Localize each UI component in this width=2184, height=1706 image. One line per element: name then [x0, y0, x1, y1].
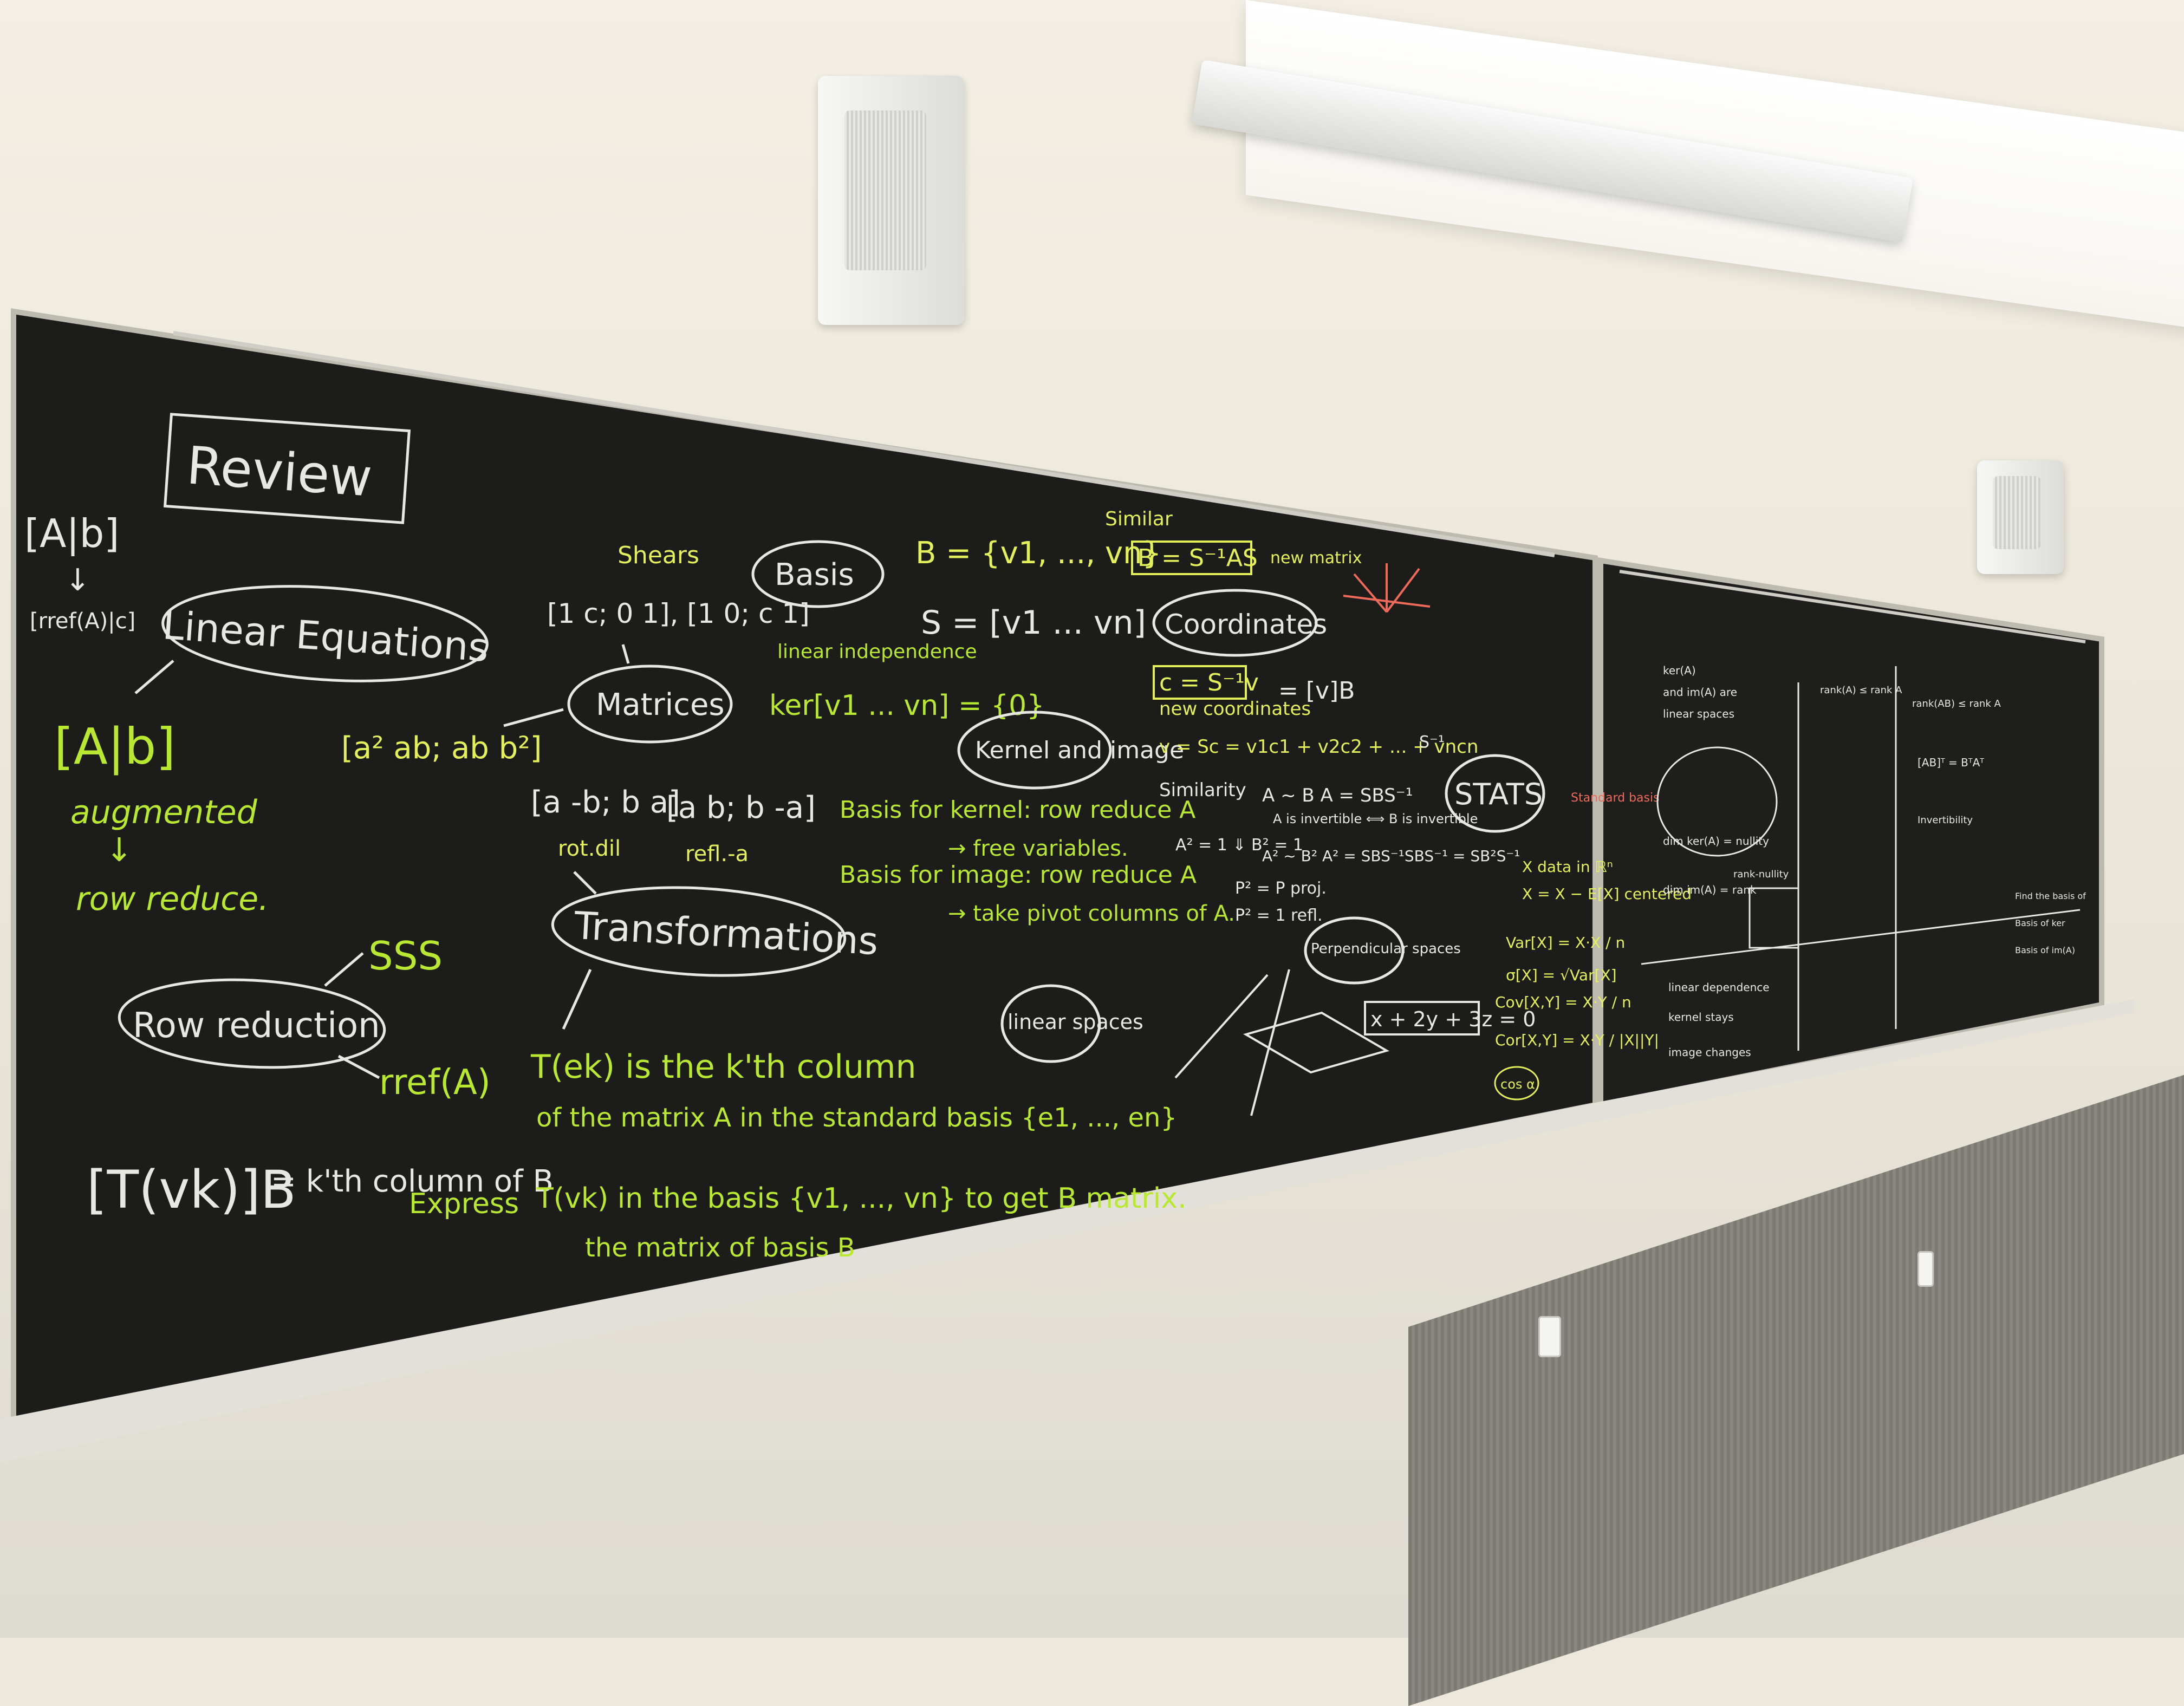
similar-note: Similar [1105, 508, 1173, 530]
express-note: Express [409, 1188, 519, 1220]
rank-le-note: rank(A) ≤ rank A [1820, 685, 1902, 696]
wall-outlet-2 [1917, 1251, 1934, 1287]
a-sim-b: A ~ B A = SBS⁻¹ [1262, 785, 1413, 806]
x-centered: X = X − E[X] centered [1522, 885, 1692, 903]
wall-speaker-left [818, 76, 964, 325]
and-im-note: and im(A) are [1663, 686, 1737, 699]
left-notes: Review [A|b] ↓ [rref(A)|c] Linear Equati… [24, 413, 554, 1220]
rank-nullity-note: rank-nullity [1733, 869, 1789, 880]
white-plane-sketch [1174, 969, 1390, 1116]
aug-main: [A|b] [54, 718, 176, 776]
s-matrix: S = [v1 ... vn] [921, 604, 1146, 642]
c-formula: c = S⁻¹v [1159, 669, 1259, 696]
cor-formula: Cor[X,Y] = X·Y / |X||Y| [1495, 1031, 1659, 1049]
red-vector-sketch [1343, 563, 1431, 613]
new-matrix-note: new matrix [1270, 549, 1362, 568]
x-data: X data in ℝⁿ [1522, 858, 1613, 876]
rref-note: rref(A) [379, 1063, 491, 1103]
dim-im-note: dim im(A) = rank [1663, 883, 1757, 896]
tvk-eq: = k'th column of B [271, 1164, 554, 1199]
coordinates-bubble: Coordinates [1165, 609, 1327, 640]
rot-dil-note: rot.dil [558, 836, 621, 861]
sss-note: SSS [368, 933, 443, 979]
p-refl: P² = 1 refl. [1235, 906, 1323, 925]
invertibility-note: Invertibility [1917, 815, 1973, 826]
aug-top: [A|b] [24, 511, 119, 557]
new-coords-note: new coordinates [1159, 698, 1311, 720]
image-changes-note: image changes [1668, 1046, 1751, 1059]
chalk-tray [0, 999, 2134, 1462]
linear-spaces-small: linear spaces [1663, 707, 1734, 720]
linear-spaces-bubble: linear spaces [1007, 1010, 1143, 1034]
refl-note: refl.-a [685, 842, 749, 867]
similarity-note: Similarity [1159, 779, 1246, 801]
plane-eq: x + 2y + 3z = 0 [1370, 1007, 1536, 1031]
basis-def: B = {v1, ..., vn} [915, 536, 1161, 571]
matrix-ab: [a² ab; ab b²] [341, 731, 542, 766]
p-proj: P² = P proj. [1235, 879, 1327, 898]
v-sc: v = Sc = v1c1 + v2c2 + ... + vncn [1159, 736, 1478, 758]
board-panel-right [1598, 557, 2104, 1109]
basis-image-note: Basis for image: row reduce A [840, 861, 1197, 889]
wall-outlet [1538, 1316, 1561, 1357]
perpendicular-bubble: Perpendicular spaces [1311, 941, 1461, 957]
svg-text:↓: ↓ [106, 831, 133, 869]
a-invert: A is invertible ⟺ B is invertible [1273, 811, 1478, 826]
right-notes: Similar B = S⁻¹AS new matrix Coordinates… [1105, 508, 1692, 1116]
s-inv-note: S⁻¹ [1419, 733, 1445, 752]
free-vars-note: → free variables. [948, 836, 1128, 861]
chalkboard: Review [A|b] ↓ [rref(A)|c] Linear Equati… [0, 308, 2134, 1462]
row-reduce-note: row reduce. [76, 880, 269, 918]
rref-label: [rref(A)|c] [30, 609, 135, 634]
row-reduction-bubble: Row reduction [133, 1006, 380, 1046]
a2-b2: A² ~ B² A² = SBS⁻¹SBS⁻¹ = SB²S⁻¹ [1262, 847, 1520, 865]
refl-matrix: [a b; b -a] [666, 790, 816, 825]
var-formula: Var[X] = X·X / n [1506, 934, 1625, 952]
rank-le2-note: rank(AB) ≤ rank A [1912, 698, 2001, 709]
linear-dependence-note: linear dependence [1668, 981, 1770, 994]
stats-bubble: STATS [1454, 777, 1543, 811]
kernel-stays-note: kernel stays [1668, 1011, 1734, 1024]
kernel-image-bubble: Kernel and image [975, 737, 1184, 764]
aat-note: [AB]ᵀ = BᵀAᵀ [1917, 756, 1984, 769]
express-line2: the matrix of basis B [585, 1233, 855, 1263]
cov-formula: Cov[X,Y] = X·Y / n [1495, 993, 1632, 1011]
basis-bubble: Basis [775, 557, 854, 592]
sigma-formula: σ[X] = √Var[X] [1506, 966, 1617, 984]
far-right-notes: ker(A) and im(A) are linear spaces dim k… [1641, 664, 2086, 1059]
rot-matrix: [a -b; b a] [531, 785, 680, 820]
tvk-formula: [T(vk)]B [87, 1160, 296, 1220]
review-title: Review [185, 435, 374, 509]
shear-matrices: [1 c; 0 1], [1 0; c 1] [547, 598, 810, 629]
augmented-note: augmented [70, 793, 258, 831]
similar-formula: B = S⁻¹AS [1138, 544, 1258, 572]
ker-zero: ker[v1 ... vn] = {0} [769, 689, 1044, 722]
find-basis-note: Find the basis of [2015, 891, 2086, 901]
a2-eq: A² = 1 ⇓ B² = 1 [1175, 836, 1303, 855]
basis-of-note: Basis of ker [2015, 918, 2065, 928]
shears-note: Shears [618, 542, 699, 569]
standard-basis-note: Standard basis [1571, 791, 1660, 805]
v-bracket: = [v]B [1278, 677, 1355, 705]
matrices-bubble: Matrices [596, 687, 725, 722]
basis-kernel-note: Basis for kernel: row reduce A [840, 796, 1195, 824]
wall-speaker-right [1977, 460, 2064, 574]
express-line: T(vk) in the basis {v1, ..., vn} to get … [536, 1182, 1186, 1215]
dim-ker-note: dim ker(A) = nullity [1663, 835, 1769, 848]
linear-independence-note: linear independence [777, 641, 977, 663]
cos-a: cos α [1500, 1077, 1535, 1092]
pivot-cols-note: → take pivot columns of A. [948, 901, 1235, 926]
tek-note: T(ek) is the k'th column [530, 1048, 916, 1086]
aug-arrow: ↓ [65, 563, 90, 598]
ker-a-note: ker(A) [1663, 664, 1696, 677]
tek2-note: of the matrix A in the standard basis {e… [536, 1103, 1177, 1133]
basis-im-note: Basis of im(A) [2015, 945, 2075, 955]
